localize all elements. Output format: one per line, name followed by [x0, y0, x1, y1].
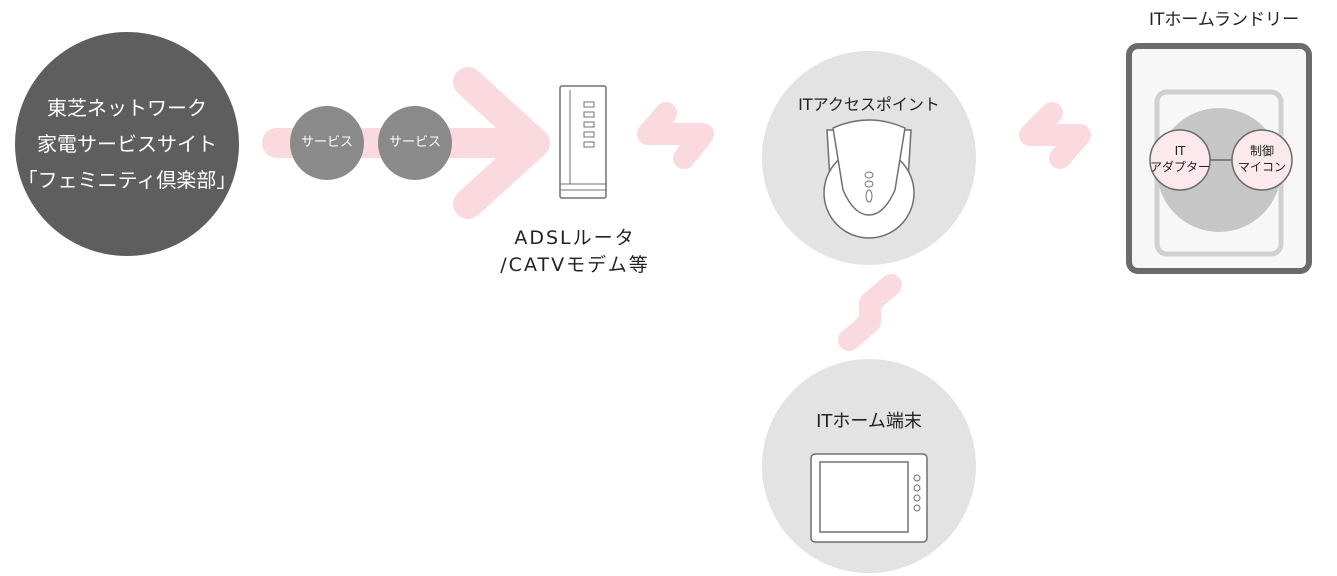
it-adapter-label-line: IT [1174, 144, 1186, 158]
service-label: サービス [388, 135, 441, 150]
router-led [583, 131, 595, 138]
arrow-head [453, 67, 550, 219]
wireless-icon [838, 274, 902, 351]
access-point-icon [823, 119, 915, 239]
router-label-line: /CATVモデム等 [500, 254, 650, 276]
wireless-icon [1019, 102, 1091, 169]
control-mcu-label-line: マイコン [1237, 160, 1286, 174]
laundry-title: ITホームランドリー [1148, 10, 1300, 30]
terminal-icon [810, 453, 928, 543]
terminal-button [913, 484, 921, 492]
router-body [559, 85, 607, 199]
it-adapter-label: IT アダプター [1145, 143, 1215, 175]
terminal-button [913, 504, 921, 512]
it-adapter-chip [1149, 129, 1211, 191]
control-mcu-label-line: 制御 [1249, 144, 1274, 158]
service-bubble [290, 106, 364, 180]
router-led [583, 121, 595, 128]
website-label: 東芝ネットワーク 家電サービスサイト 「フェミニティ倶楽部」 [17, 90, 237, 198]
terminal-screen [819, 461, 909, 533]
it-adapter-label-line: アダプター [1149, 160, 1210, 174]
router-led [583, 141, 595, 148]
access-point-label: ITアクセスポイント [798, 95, 940, 114]
router-led [583, 111, 595, 118]
service-bubble [378, 106, 452, 180]
wireless-icon [637, 102, 714, 169]
router-icon [559, 85, 607, 199]
website-node [15, 32, 239, 256]
terminal-label: ITホーム端末 [816, 411, 922, 432]
website-label-line: 「フェミニティ倶楽部」 [17, 168, 237, 192]
terminal-button [913, 474, 921, 482]
access-point-light [864, 171, 874, 179]
service-label: サービス [300, 135, 353, 150]
access-point-button [865, 189, 873, 203]
terminal-button [913, 494, 921, 502]
website-label-line: 東芝ネットワーク [47, 96, 207, 120]
router-label: ADSLルータ /CATVモデム等 [480, 225, 670, 279]
laundry-icon [1126, 43, 1312, 274]
router-led [583, 101, 595, 108]
access-point-front [832, 119, 906, 216]
control-mcu-label: 制御 マイコン [1227, 143, 1297, 175]
control-mcu-chip [1231, 129, 1293, 191]
router-label-line: ADSLルータ [514, 227, 636, 249]
access-point-light [864, 180, 874, 188]
website-label-line: 家電サービスサイト [37, 132, 217, 156]
